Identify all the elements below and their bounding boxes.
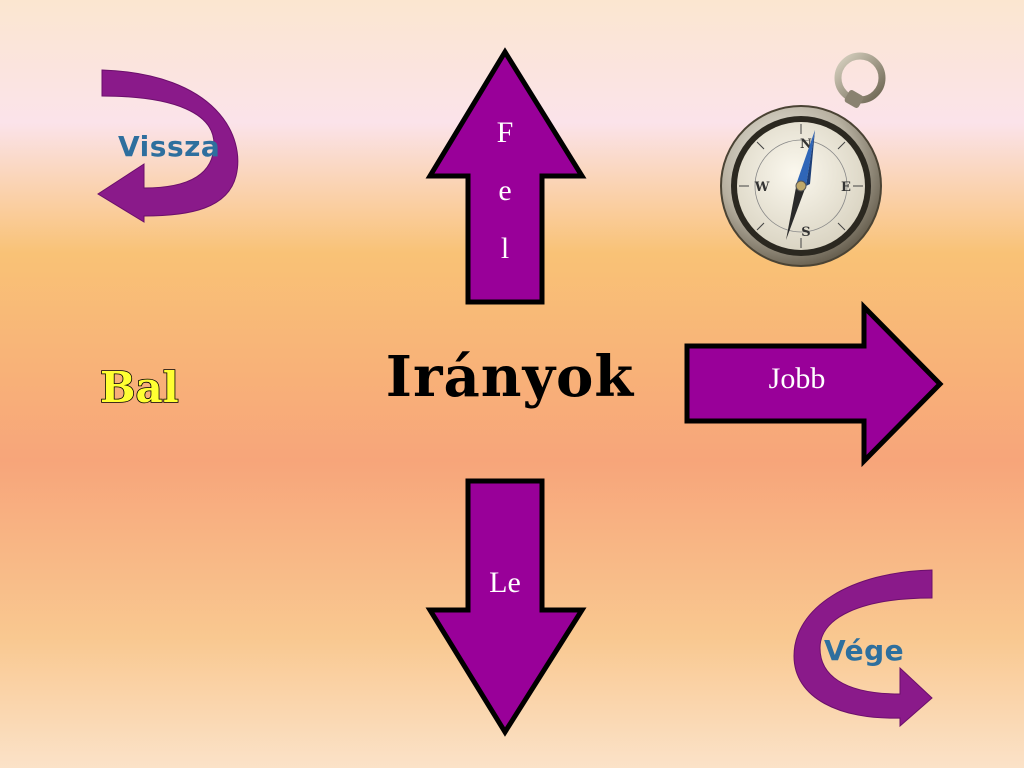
up-arrow-button[interactable] — [425, 47, 587, 308]
page-title: Irányok — [385, 344, 635, 410]
back-curved-arrow-button[interactable] — [96, 66, 246, 226]
end-curved-arrow-button[interactable] — [790, 568, 940, 734]
down-label: Le — [489, 566, 521, 599]
compass-icon: N S W E — [720, 52, 886, 267]
svg-text:W: W — [754, 180, 770, 195]
up-label-letter: e — [498, 174, 512, 207]
left-label-button[interactable]: Bal — [96, 360, 216, 413]
svg-text:E: E — [841, 180, 851, 195]
end-label: Vége — [824, 634, 905, 667]
left-label: Bal — [100, 363, 179, 412]
up-label-letter: l — [500, 232, 510, 265]
down-arrow-button[interactable] — [425, 478, 587, 737]
back-label: Vissza — [118, 130, 221, 163]
up-label-letter: F — [496, 116, 514, 149]
right-label: Jobb — [768, 362, 826, 395]
svg-text:S: S — [801, 225, 810, 240]
right-arrow-button[interactable] — [684, 300, 946, 468]
